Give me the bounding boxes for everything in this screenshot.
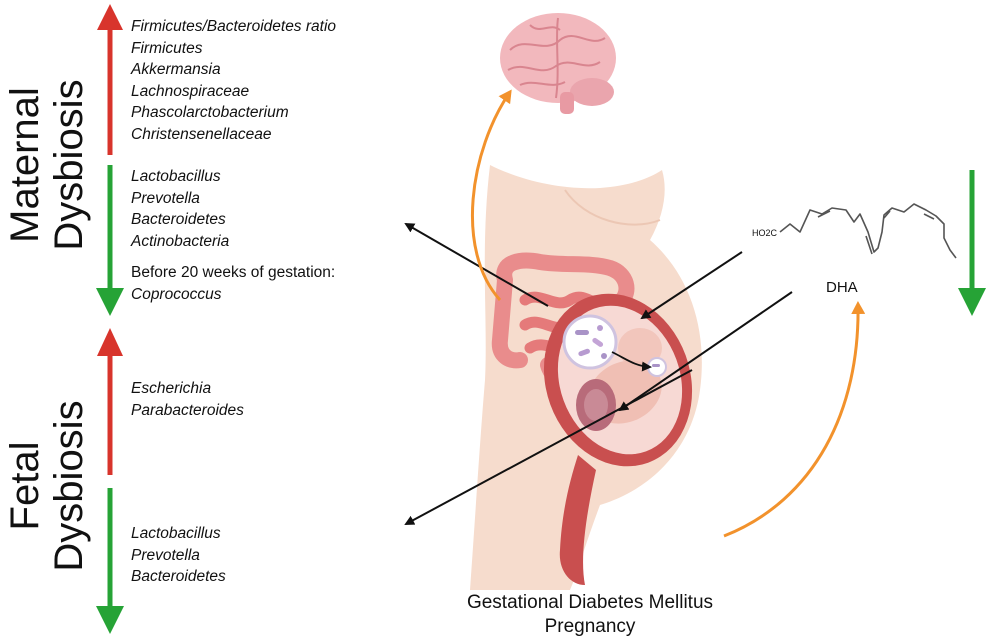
maternal-title-line2: Dysbiosis [47,79,91,251]
fetal-decrease-arrow [96,488,124,634]
fetal-title-line2: Dysbiosis [47,400,91,572]
dha-label: DHA [826,279,858,296]
early-gestation-note: Before 20 weeks of gestation: [131,264,336,281]
caption-line1: Gestational Diabetes Mellitus [466,592,714,613]
caption-line2: Pregnancy [544,616,636,637]
fetal-dysbiosis-title: Fetal Dysbiosis [3,391,91,581]
list-item: Parabacteroides [131,401,244,419]
list-item: Prevotella [131,546,200,564]
body-contour [564,189,661,226]
fetal-increased-list: Escherichia Parabacteroides [131,378,244,421]
maternal-dysbiosis-title: Maternal Dysbiosis [3,70,91,260]
brain-icon [500,13,616,114]
dha-molecule-structure [779,203,957,259]
arrow-from-dha-to-uterus [640,251,743,320]
fetal-bacteria-icon [647,357,667,377]
list-item: Firmicutes/Bacteroidetes ratio [131,18,337,35]
list-item: Bacteroidetes [131,568,226,585]
fetal-title-line1: Fetal [3,441,47,531]
maternal-decreased-list: Lactobacillus Prevotella Bacteroidetes A… [131,166,229,252]
maternal-title-line1: Maternal [3,87,47,243]
list-item: Akkermansia [131,61,221,78]
list-item: Coprococcus [131,285,222,303]
list-item: Lachnospiraceae [131,82,250,100]
dha-decrease-arrow [958,170,986,316]
arrow-to-fetal-list [404,369,693,525]
placenta-icon [576,379,616,431]
list-item: Actinobacteria [131,232,230,250]
list-item: Firmicutes [131,39,203,57]
arrow-bacteria-to-fetus [611,351,652,372]
list-item: Prevotella [131,189,200,207]
list-item: Lactobacillus [131,168,221,185]
list-item: Bacteroidetes [131,211,226,228]
fetal-increase-arrow [97,328,123,475]
dha-carboxyl-label: HO2C [752,228,778,238]
fetal-decreased-list: Lactobacillus Prevotella Bacteroidetes [131,523,226,588]
bacteria-icon [562,314,618,370]
maternal-decrease-arrow [96,165,124,316]
maternal-early-note: Before 20 weeks of gestation: Coprococcu… [131,262,335,305]
gut-brain-axis-arrow [470,89,512,302]
list-item: Escherichia [131,380,212,397]
maternal-increased-list: Firmicutes/Bacteroidetes ratio Firmicute… [131,16,336,145]
list-item: Phascolarctobacterium [131,104,289,121]
list-item: Christensenellaceae [131,125,272,143]
list-item: Lactobacillus [131,525,221,542]
arrow-from-dha-to-fetus [618,291,793,412]
maternal-increase-arrow [97,4,123,155]
dha-supply-arrow [723,301,866,538]
arrow-to-maternal-list [404,222,549,307]
